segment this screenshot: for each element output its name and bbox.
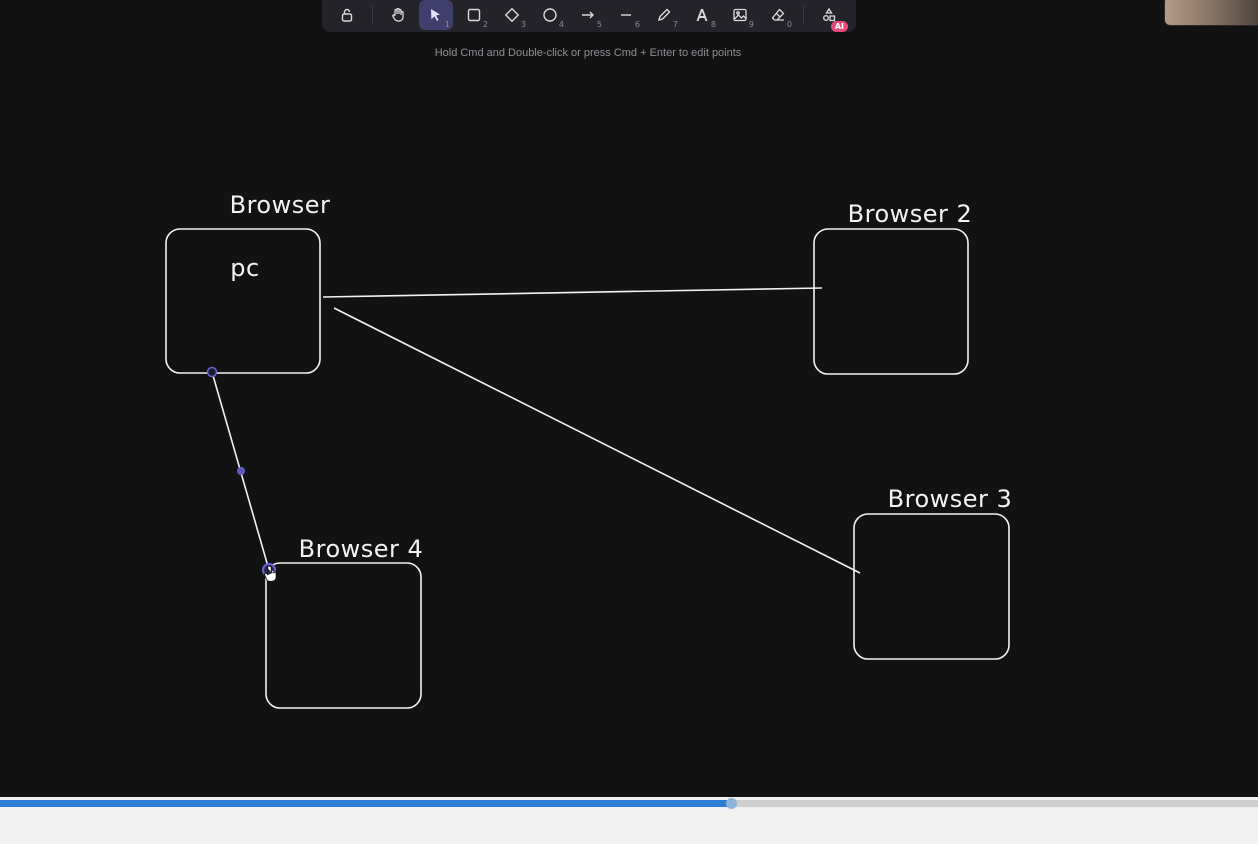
browser-4-box[interactable]	[265, 562, 422, 709]
line-midpoint-handle[interactable]	[237, 467, 245, 475]
pointer-icon	[431, 9, 440, 21]
tool-shortcut: 3	[520, 20, 526, 29]
toolbar: 1 2 3 4 5 6 7 8	[322, 0, 856, 32]
tool-shortcut: 2	[482, 20, 488, 29]
toolbar-divider	[372, 5, 373, 25]
hand-tool[interactable]	[381, 0, 415, 30]
tool-shortcut: 9	[748, 20, 754, 29]
eraser-icon	[771, 8, 785, 21]
browser-3-box[interactable]	[853, 513, 1010, 660]
browser-4-label: Browser 4	[299, 535, 424, 563]
tool-shortcut: 4	[558, 20, 564, 29]
more-tools-button[interactable]: AI	[812, 0, 848, 32]
diagram: Browser pc Browser 2 Browser 3 Browser 4	[165, 191, 1013, 709]
tool-shortcut: 7	[672, 20, 678, 29]
text-tool[interactable]: 8	[685, 0, 719, 30]
canvas[interactable]: 1 2 3 4 5 6 7 8	[0, 0, 1258, 797]
shapes-icon	[823, 7, 836, 22]
pencil-icon	[657, 8, 671, 22]
rectangle-tool[interactable]: 2	[457, 0, 491, 30]
progress-scrubber-handle[interactable]	[725, 798, 737, 809]
connector-browser-to-browser-3[interactable]	[333, 307, 861, 574]
lock-icon	[341, 8, 353, 22]
tool-shortcut: 8	[710, 20, 716, 29]
pc-label: pc	[230, 254, 259, 282]
line-tool[interactable]: 6	[609, 0, 643, 30]
browser-2-box[interactable]	[813, 228, 969, 375]
rectangle-icon	[467, 8, 481, 22]
selection-tool[interactable]: 1	[419, 0, 453, 30]
tool-shortcut: 0	[786, 20, 792, 29]
hand-icon	[392, 7, 404, 22]
browser-box[interactable]	[165, 228, 321, 374]
progress-fill	[0, 800, 731, 807]
lock-tool[interactable]	[330, 0, 364, 30]
tool-shortcut: 5	[596, 20, 602, 29]
line-start-handle[interactable]	[206, 366, 218, 378]
browser-label: Browser	[230, 191, 331, 219]
toolbar-divider	[803, 5, 804, 25]
connector-browser-to-browser-2[interactable]	[322, 287, 823, 298]
image-tool[interactable]: 9	[723, 0, 757, 30]
hand-cursor-icon	[263, 565, 277, 582]
tool-shortcut: 6	[634, 20, 640, 29]
ellipse-icon	[543, 8, 557, 22]
image-icon	[733, 8, 747, 22]
arrow-icon	[582, 11, 594, 19]
arrow-tool[interactable]: 5	[571, 0, 605, 30]
line-icon	[621, 14, 631, 16]
ai-badge: AI	[830, 21, 848, 32]
edit-points-hint: Hold Cmd and Double-click or press Cmd +…	[434, 47, 742, 59]
video-player-bar	[0, 797, 1258, 844]
ellipse-tool[interactable]: 4	[533, 0, 567, 30]
eraser-tool[interactable]: 0	[761, 0, 795, 30]
tool-shortcut: 1	[444, 20, 450, 29]
browser-2-label: Browser 2	[848, 200, 973, 228]
progress-track[interactable]	[0, 798, 1258, 809]
diamond-tool[interactable]: 3	[495, 0, 529, 30]
diamond-icon	[504, 7, 520, 23]
text-icon	[696, 9, 708, 21]
presenter-video-thumbnail[interactable]	[1164, 0, 1258, 26]
draw-tool[interactable]: 7	[647, 0, 681, 30]
browser-3-label: Browser 3	[888, 485, 1013, 513]
